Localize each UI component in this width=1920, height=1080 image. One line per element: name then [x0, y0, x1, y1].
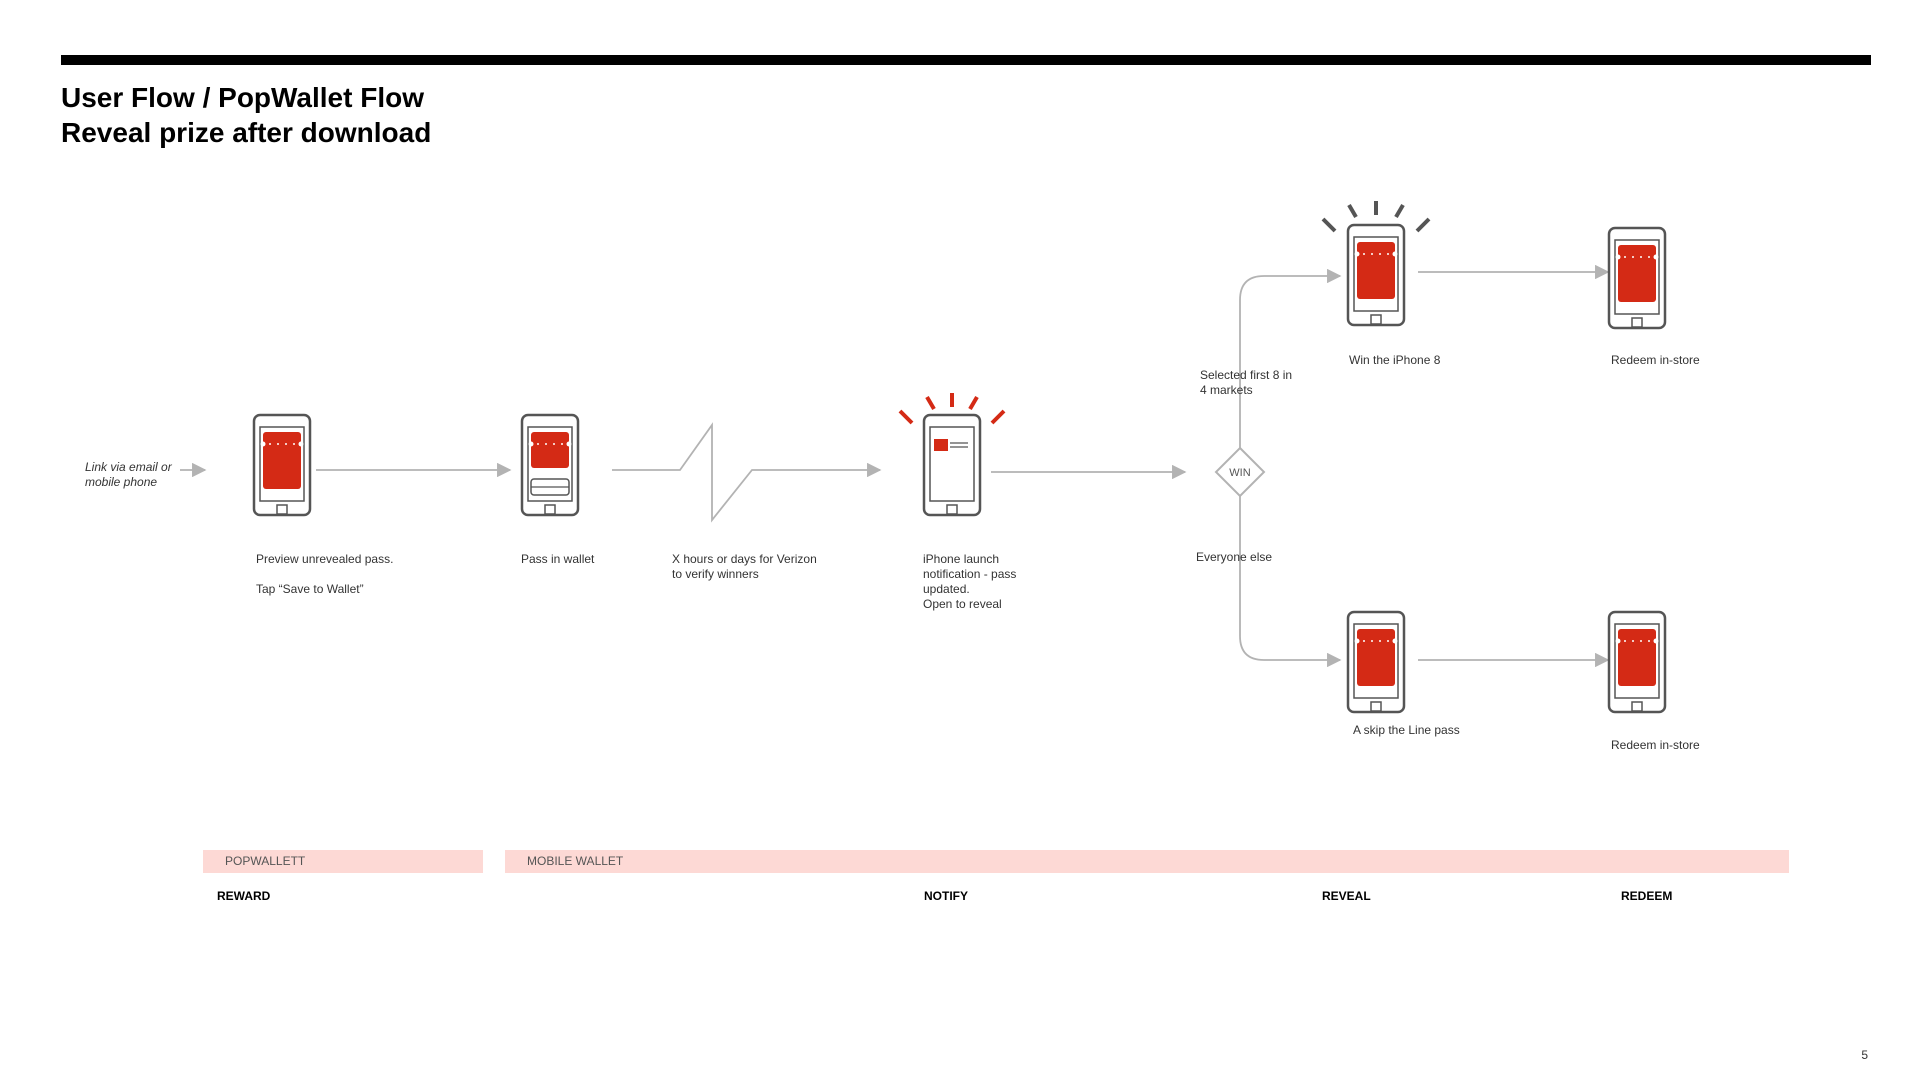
else-result-label: A skip the Line pass [1353, 723, 1460, 737]
win-redeem-label: Redeem in-store [1611, 353, 1700, 367]
phone-notify-icon [898, 393, 1006, 517]
band-mobile-wallet: MOBILE WALLET [505, 850, 1789, 873]
decision-label: WIN [1229, 467, 1250, 479]
entry-label: Link via email or mobile phone [85, 460, 172, 489]
gray-burst-icon [1321, 201, 1431, 233]
arrow-wait-zigzag [612, 422, 882, 523]
arrow-branch-else [1239, 496, 1342, 668]
win-result-label: Win the iPhone 8 [1349, 353, 1441, 367]
stage-redeem: REDEEM [1621, 889, 1673, 903]
phone-win-icon [1321, 201, 1431, 327]
arrow-branch-win [1239, 268, 1342, 448]
phone-else-redeem-icon [1607, 610, 1667, 714]
page-title: User Flow / PopWallet Flow Reveal prize … [61, 80, 431, 150]
phone-wallet-icon [520, 413, 580, 517]
wallet-label: Pass in wallet [521, 552, 595, 566]
stage-notify: NOTIFY [924, 889, 968, 903]
phone-preview-icon [252, 413, 312, 517]
connector-arrows [180, 264, 1610, 668]
win-branch-label: Selected first 8 in 4 markets [1200, 368, 1293, 397]
title-line-2: Reveal prize after download [61, 117, 432, 148]
phone-win-redeem-icon [1607, 226, 1667, 330]
else-branch-label: Everyone else [1196, 550, 1273, 564]
band-popwallet: POPWALLETT [203, 850, 483, 873]
preview-label: Preview unrevealed pass. Tap “Save to Wa… [256, 552, 394, 596]
phone-else-icon [1346, 610, 1406, 714]
red-burst-icon [898, 393, 1006, 425]
stage-reward: REWARD [217, 889, 271, 903]
wait-label: X hours or days for Verizon to verify wi… [672, 552, 817, 581]
stage-reveal: REVEAL [1322, 889, 1371, 903]
page-number: 5 [1861, 1048, 1868, 1062]
title-line-1: User Flow / PopWallet Flow [61, 82, 424, 113]
top-rule [61, 55, 1871, 65]
decision-diamond [1214, 446, 1266, 498]
else-redeem-label: Redeem in-store [1611, 738, 1700, 752]
notify-label: iPhone launch notification - pass update… [923, 552, 1017, 611]
